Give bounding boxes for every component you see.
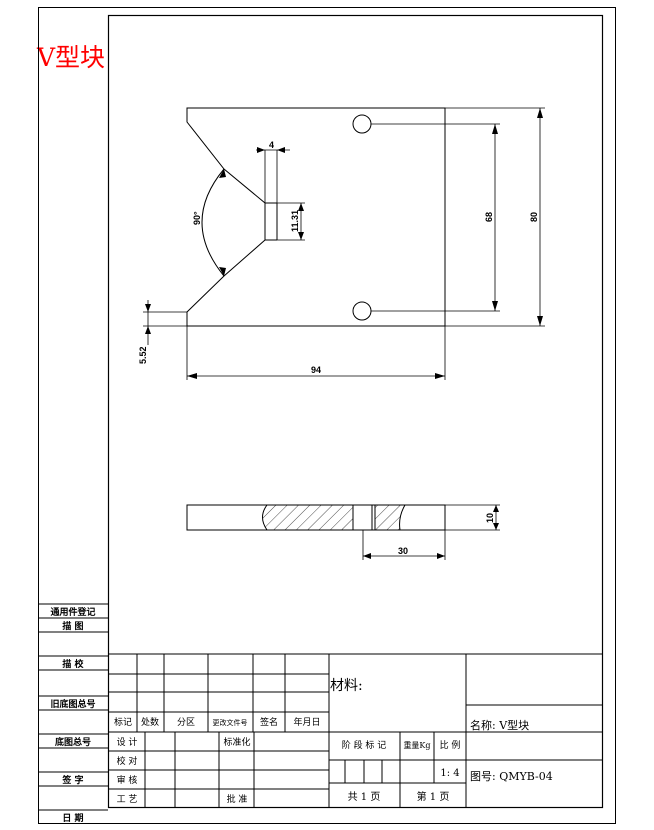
sign-review: 审 核 xyxy=(117,774,138,786)
dim-offset: 5.52 xyxy=(138,346,148,364)
hole-bottom xyxy=(352,301,372,321)
dim-side-length: 30 xyxy=(398,546,408,556)
rev-header-doc: 更改文件号 xyxy=(213,718,248,727)
part-outline xyxy=(186,107,446,327)
rev-header-date: 年月日 xyxy=(293,716,320,728)
front-view xyxy=(186,107,446,327)
dim-length: 94 xyxy=(311,365,321,375)
drawing-title: V型块 xyxy=(36,43,105,72)
stage-label: 阶 段 标 记 xyxy=(342,739,387,751)
rev-header-mark: 标记 xyxy=(114,716,132,728)
part-name: 名称: V型块 xyxy=(470,718,529,732)
weight-label: 重量Kg xyxy=(403,740,430,750)
rev-header-zone: 分区 xyxy=(177,717,195,728)
approve-label: 批 准 xyxy=(227,793,248,805)
scale-label: 比 例 xyxy=(440,739,461,751)
sign-proof: 校 对 xyxy=(117,755,138,767)
material-label: 材料: xyxy=(330,678,363,694)
scale-value: 1: 4 xyxy=(440,768,459,779)
sign-process: 工 艺 xyxy=(117,794,138,805)
sheet-border xyxy=(38,7,616,824)
page-number: 第 1 页 xyxy=(417,790,450,803)
side-label-date: 日 期 xyxy=(62,812,83,824)
rev-header-count: 处数 xyxy=(141,716,159,728)
title-block-labels: 标记 处数 分区 更改文件号 签名 年月日 设 计 校 对 审 核 工 艺 标准… xyxy=(114,678,553,805)
rev-header-sign: 签名 xyxy=(260,716,278,728)
section-view xyxy=(186,504,446,531)
hatch-left xyxy=(262,504,354,531)
dim-slot-width: 4 xyxy=(269,140,274,150)
side-label-check: 描 校 xyxy=(62,658,84,670)
dimension-lines xyxy=(143,107,545,380)
side-label-base-no: 底图总号 xyxy=(55,736,91,748)
side-panel-labels: 通用件登记 描 图 描 校 旧底图总号 底图总号 签 字 日 期 xyxy=(50,606,95,824)
hatch-right xyxy=(374,504,406,531)
std-label: 标准化 xyxy=(223,736,250,748)
drawing-number: 图号: QMYB-04 xyxy=(470,770,553,783)
total-pages: 共 1 页 xyxy=(348,791,381,803)
sign-design: 设 计 xyxy=(117,736,138,748)
dim-angle: 90° xyxy=(192,211,202,225)
title-block-grid xyxy=(108,653,603,808)
angle-arc xyxy=(201,168,225,277)
side-label-general: 通用件登记 xyxy=(50,606,95,618)
dim-hole-spacing: 68 xyxy=(484,212,494,222)
side-label-trace: 描 图 xyxy=(62,620,83,632)
dim-thickness: 10 xyxy=(485,513,495,523)
dim-height: 80 xyxy=(529,212,539,222)
hole-top xyxy=(352,114,372,134)
side-label-old-no: 旧底图总号 xyxy=(50,698,95,710)
side-panel xyxy=(38,603,108,811)
side-label-sign: 签 字 xyxy=(61,774,83,786)
arrowheads xyxy=(145,108,543,379)
dim-slot-depth: 11.31 xyxy=(290,210,300,232)
